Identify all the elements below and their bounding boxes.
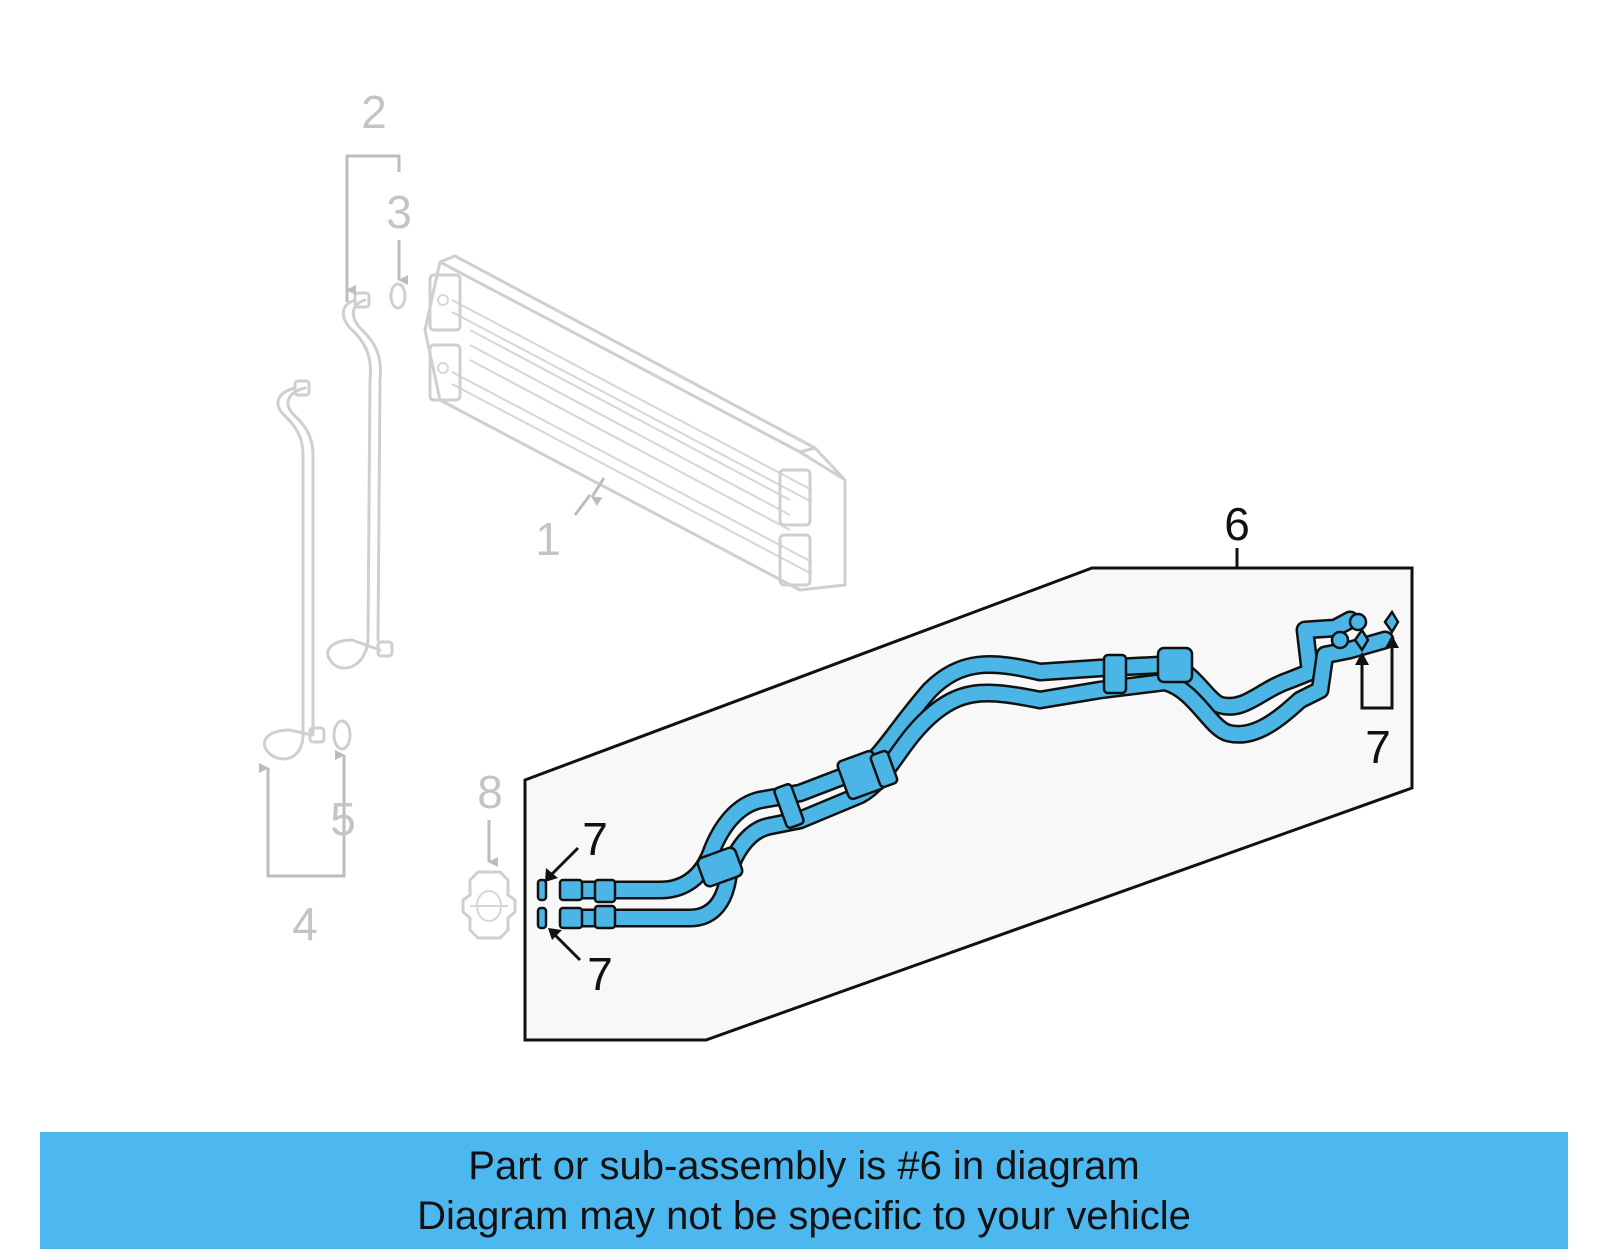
- callout-5: 5: [330, 793, 356, 845]
- dark-leaders: [545, 635, 1399, 962]
- callout-8: 8: [477, 766, 503, 818]
- pipe-part-2: [326, 291, 394, 670]
- callout-6: 6: [1224, 498, 1250, 550]
- callout-1: 1: [535, 513, 561, 565]
- o-ring-part-3: [389, 282, 407, 310]
- info-banner: Part or sub-assembly is #6 in diagram Di…: [40, 1132, 1568, 1249]
- callout-7-left-top: 7: [582, 813, 608, 865]
- o-rings-part-7: [536, 609, 1400, 930]
- pipe-part-4: [262, 379, 326, 761]
- part-6-frame: [523, 566, 1414, 1042]
- callout-3: 3: [386, 186, 412, 238]
- callout-7-left-bottom: 7: [587, 948, 613, 1000]
- banner-line-2: Diagram may not be specific to your vehi…: [417, 1193, 1191, 1238]
- callout-4: 4: [292, 898, 318, 950]
- callout-2: 2: [361, 86, 387, 138]
- grey-leaders: [259, 154, 606, 878]
- callout-7-right: 7: [1365, 721, 1391, 773]
- fitting-part-8: [461, 870, 517, 940]
- o-ring-part-5: [332, 719, 352, 751]
- oil-cooler-part-1: [423, 254, 847, 592]
- hose-assembly-part-6: [558, 610, 1395, 930]
- banner-line-1: Part or sub-assembly is #6 in diagram: [468, 1143, 1140, 1188]
